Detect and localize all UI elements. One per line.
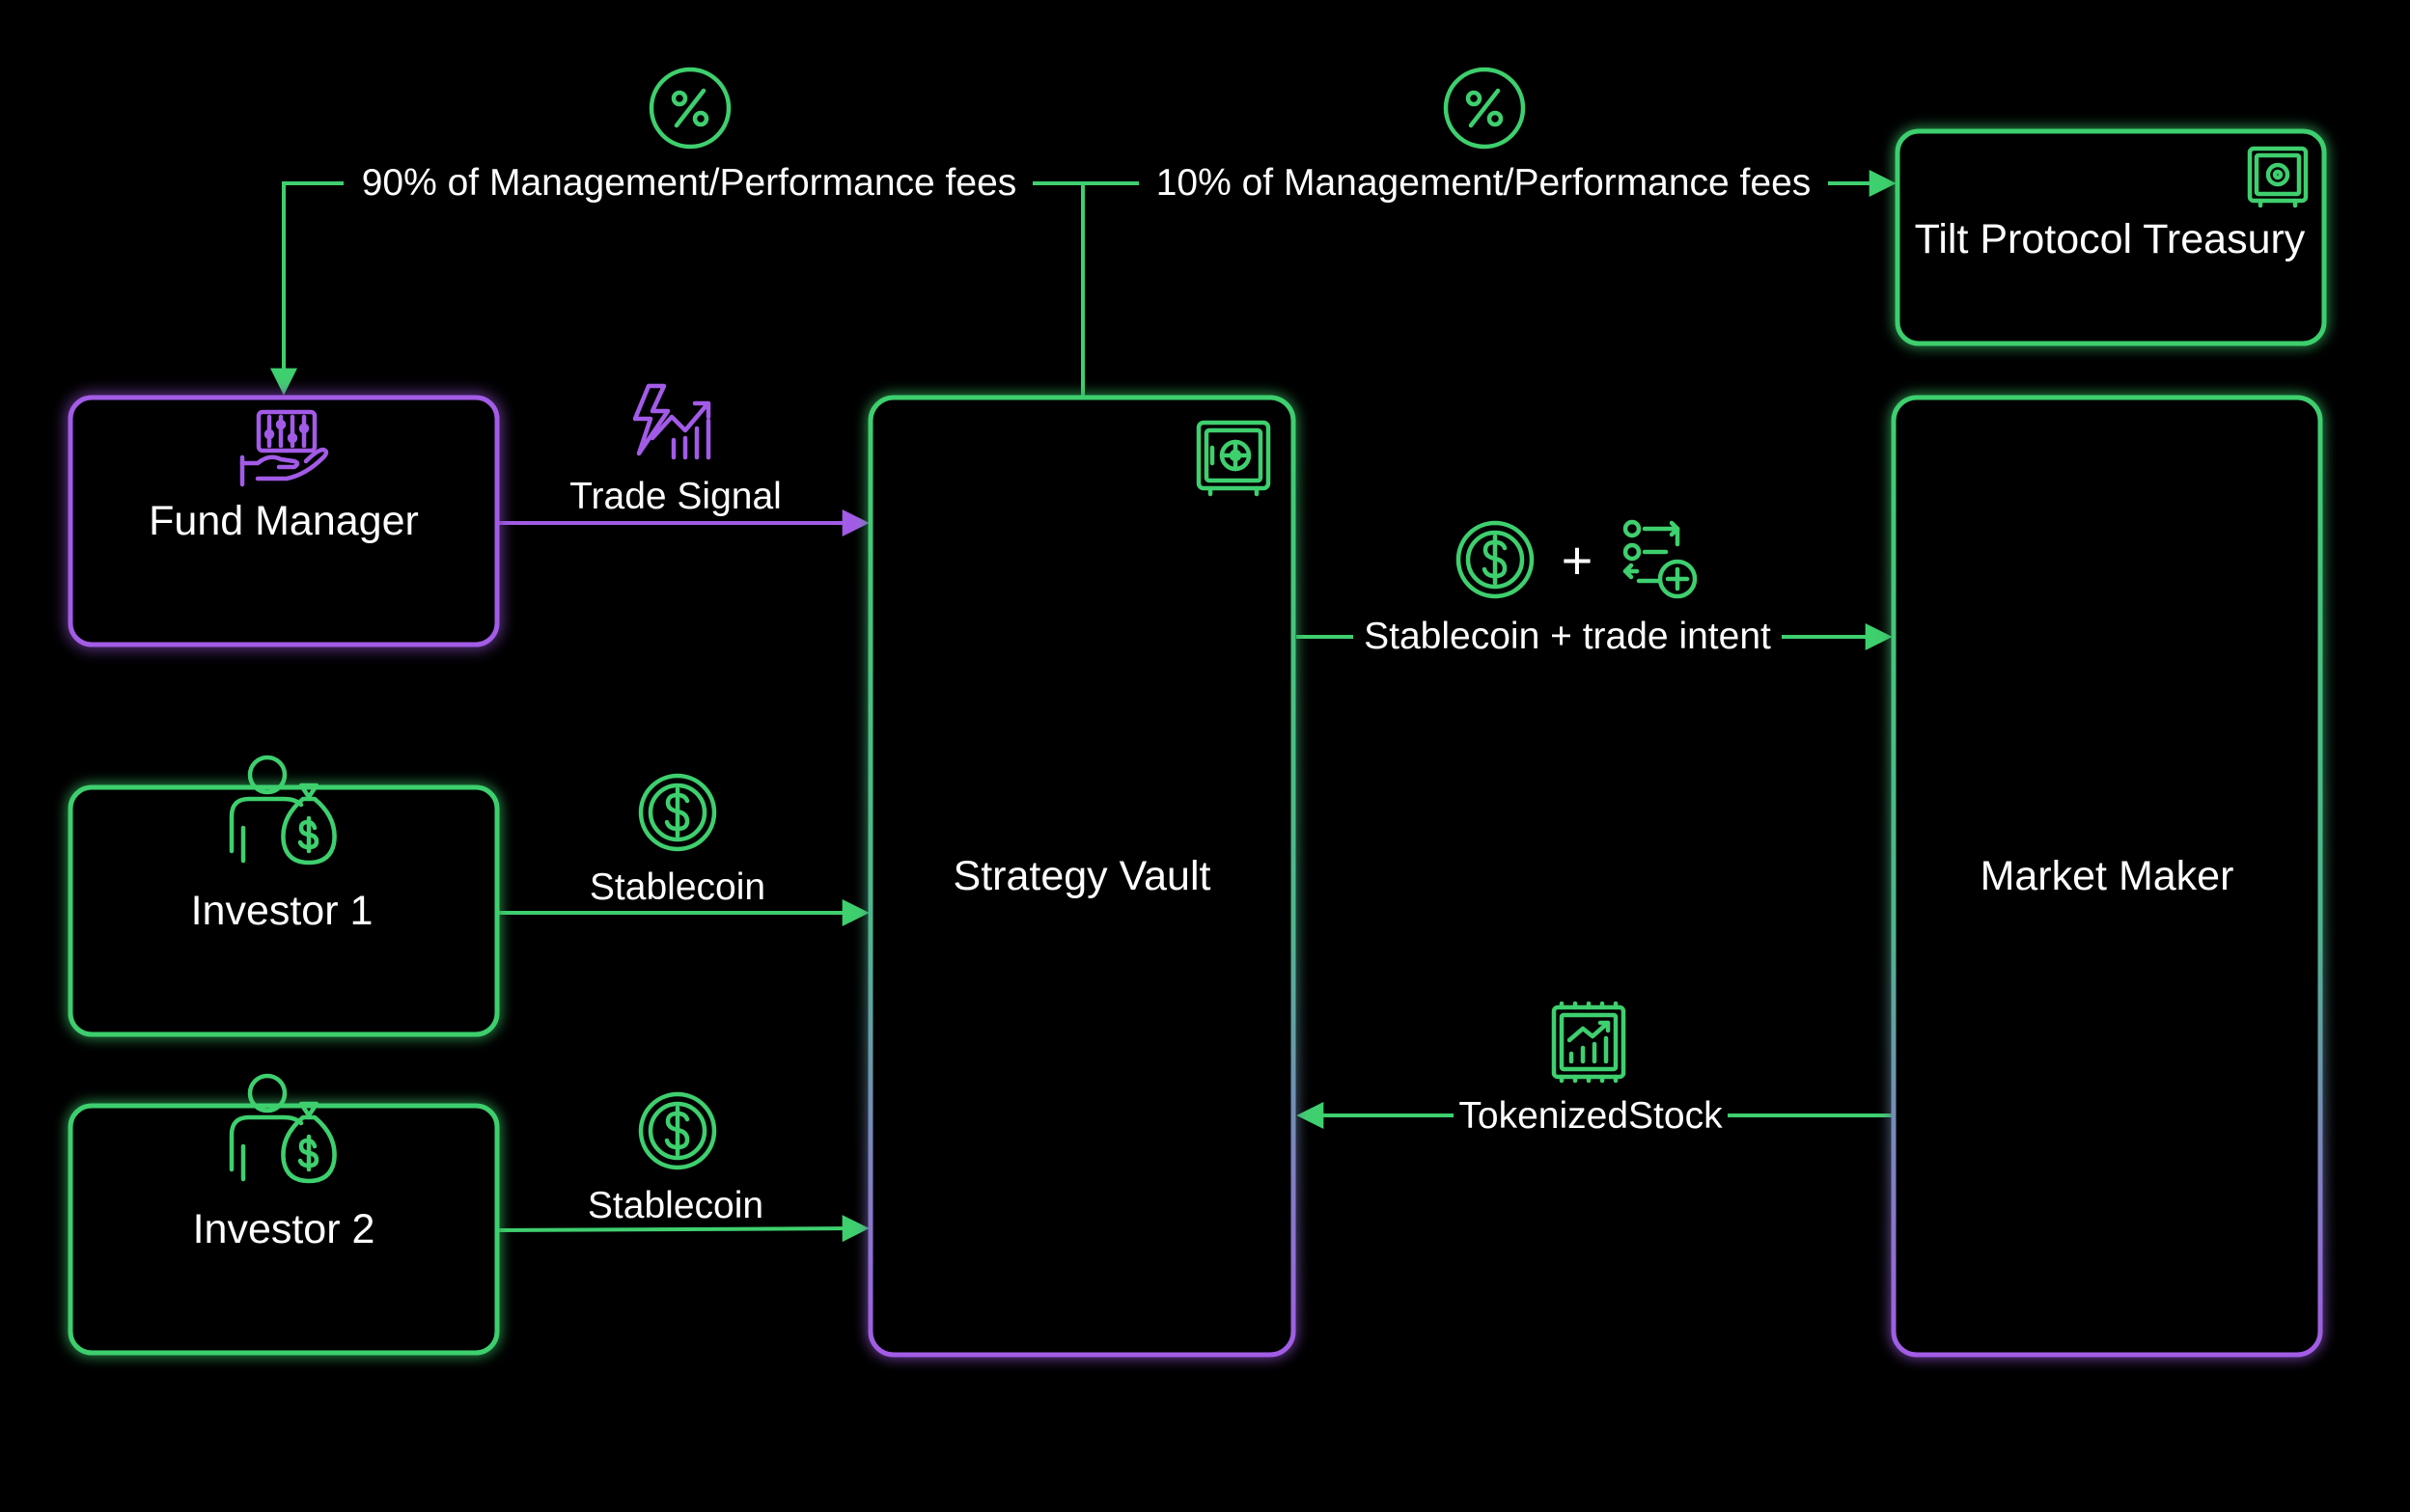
fund-manager-box — [68, 395, 500, 647]
percent-icon — [649, 67, 732, 150]
investor-1-label: Investor 1 — [191, 888, 374, 934]
tokenized-stock-label: TokenizedStock — [1458, 1095, 1723, 1137]
investor-2-label: Investor 2 — [193, 1206, 375, 1252]
dollar-coin-icon — [638, 1091, 717, 1170]
trade-signal-label: Trade Signal — [569, 476, 782, 517]
fund-manager-label: Fund Manager — [149, 498, 419, 544]
market-maker-label: Market Maker — [1981, 853, 2234, 899]
stablecoin-2-arrow — [496, 1215, 870, 1243]
treasury-node: Tilt Protocol Treasury — [1895, 128, 2327, 346]
strategy-vault-label: Strategy Vault — [954, 853, 1211, 899]
strategy-vault-box — [868, 395, 1296, 1358]
fee-to-manager-label-bg — [344, 157, 1033, 207]
safe-icon — [2247, 146, 2309, 208]
stablecoin-2-label: Stablecoin — [588, 1185, 763, 1226]
strategy-vault-node: Strategy Vault — [868, 395, 1296, 1358]
plus-symbol: + — [1562, 530, 1593, 591]
tokenized-stock-label-bg — [1454, 1090, 1728, 1141]
dollar-coin-icon — [638, 773, 717, 852]
investor-1-node: Investor 1 — [68, 784, 500, 1037]
investor-2-node: Investor 2 — [68, 1103, 500, 1356]
dollar-coin-icon — [1455, 520, 1535, 599]
stablecoin-trade-intent-label-bg — [1353, 612, 1782, 662]
stock-chart-icon — [1551, 1001, 1626, 1084]
person-moneybag-icon — [229, 755, 337, 866]
fee-to-manager-arrow — [270, 181, 1083, 396]
hand-sliders-icon — [239, 409, 329, 487]
investor-2-box — [68, 1103, 500, 1356]
fee-to-manager-label: 90% of Management/Performance fees — [362, 162, 1017, 204]
list-add-icon — [1622, 519, 1698, 599]
lightning-chart-icon — [632, 383, 711, 460]
fee-to-treasury-label-bg — [1139, 157, 1828, 207]
edge-labels: 90% of Management/Performance fees 10% o… — [344, 157, 1828, 1226]
treasury-label: Tilt Protocol Treasury — [1915, 216, 2306, 262]
treasury-box — [1895, 128, 2327, 346]
market-maker-node: Market Maker — [1891, 395, 2323, 1358]
person-moneybag-icon — [229, 1073, 337, 1184]
fee-to-treasury-label: 10% of Management/Performance fees — [1156, 162, 1812, 204]
stablecoin-trade-intent-label: Stablecoin + trade intent — [1364, 616, 1771, 657]
stablecoin-1-label: Stablecoin — [590, 866, 765, 908]
safe-icon — [1196, 420, 1271, 497]
market-maker-box — [1891, 395, 2323, 1358]
investor-1-box — [68, 784, 500, 1037]
fund-manager-node: Fund Manager — [68, 395, 500, 647]
percent-icon — [1443, 67, 1526, 150]
